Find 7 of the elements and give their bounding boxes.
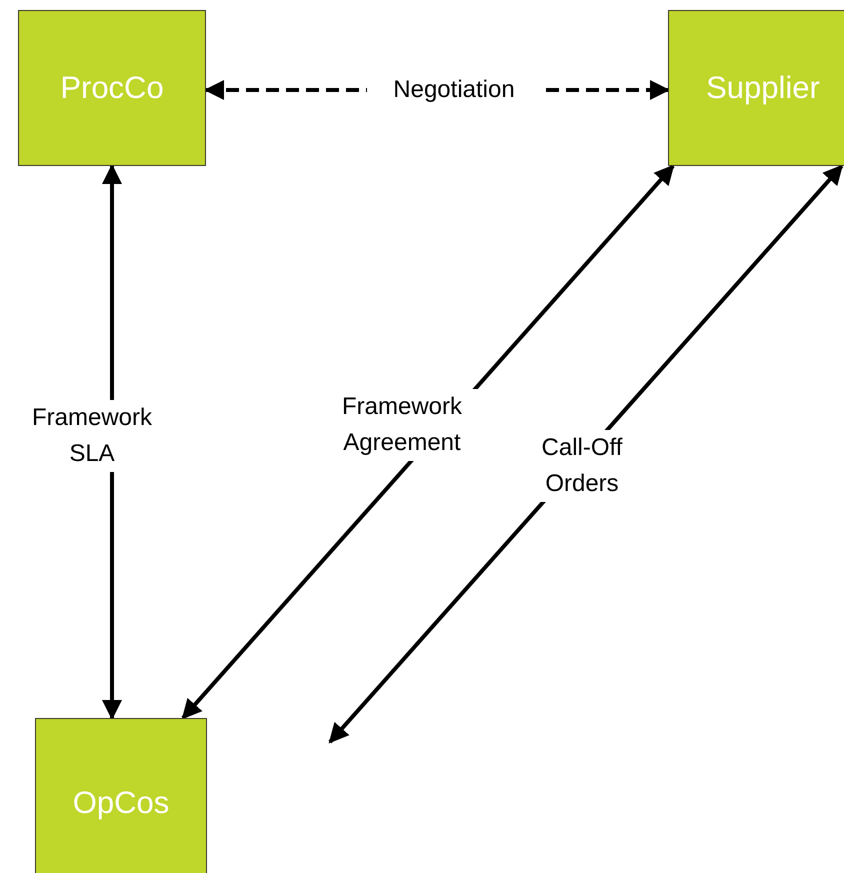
arrow xyxy=(328,164,844,744)
node-label: ProcCo xyxy=(60,70,164,106)
process-box xyxy=(668,10,844,166)
node-label: Supplier xyxy=(706,70,820,106)
process-box xyxy=(35,718,207,873)
process-box xyxy=(18,10,206,166)
node-label: OpCos xyxy=(72,785,170,821)
